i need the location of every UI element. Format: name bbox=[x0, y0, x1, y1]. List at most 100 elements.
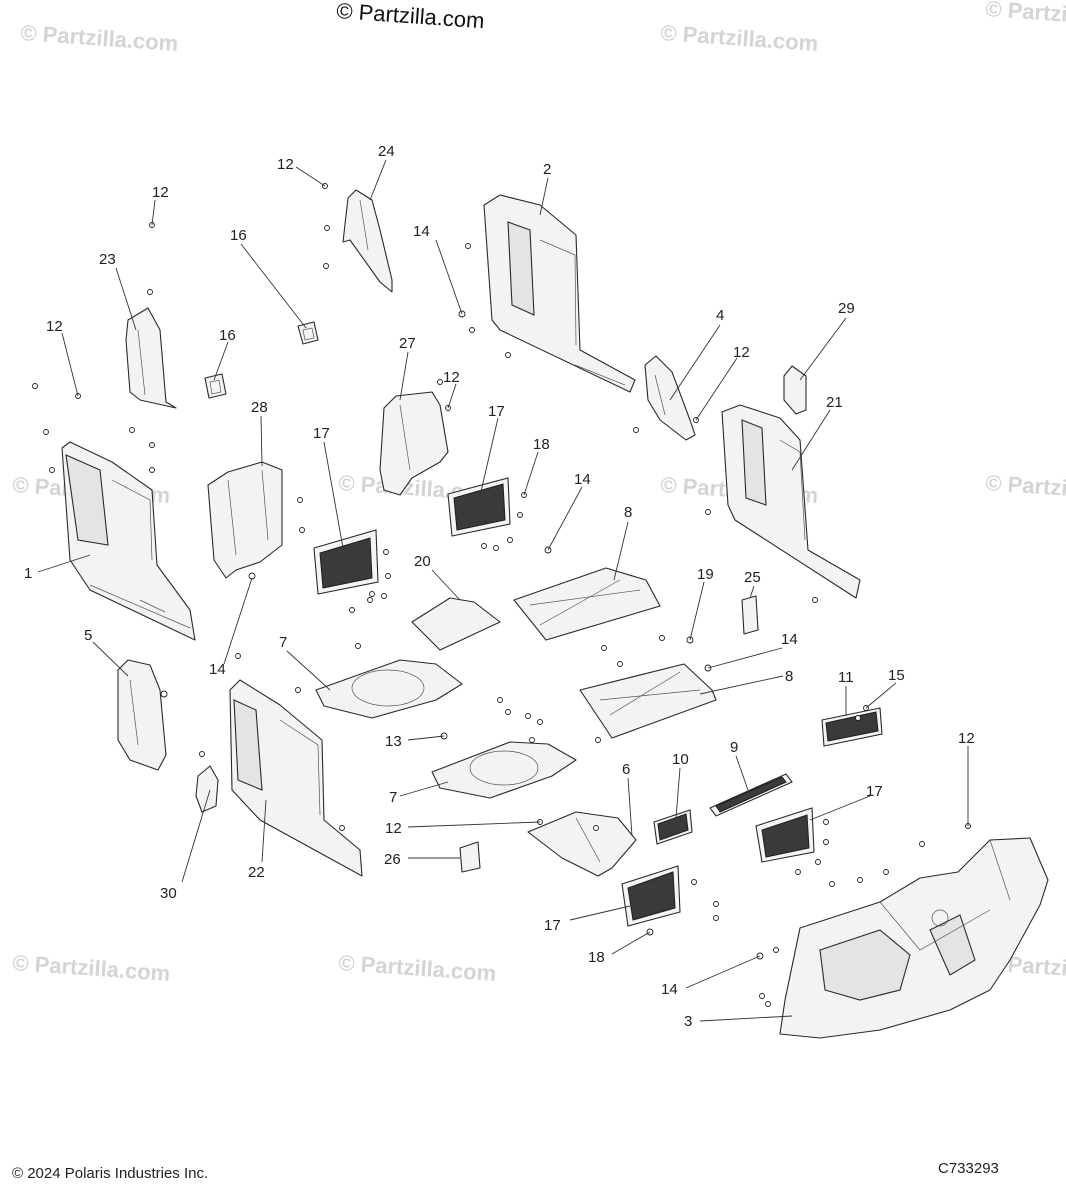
fastener bbox=[385, 573, 391, 579]
callout-12: 12 bbox=[958, 730, 975, 747]
callout-6: 6 bbox=[622, 761, 630, 778]
part-20-floor-cover bbox=[411, 597, 501, 651]
copyright-text: © 2024 Polaris Industries Inc. bbox=[12, 1165, 208, 1182]
fastener bbox=[355, 643, 361, 649]
fastener bbox=[339, 825, 345, 831]
callout-27: 27 bbox=[399, 335, 416, 352]
part-30-bracket bbox=[195, 765, 219, 813]
callout-23: 23 bbox=[99, 251, 116, 268]
fastener bbox=[199, 751, 205, 757]
fastener bbox=[857, 877, 863, 883]
fastener bbox=[507, 537, 513, 543]
fastener bbox=[517, 512, 523, 518]
fastener bbox=[525, 713, 531, 719]
fastener bbox=[505, 709, 511, 715]
fastener bbox=[537, 719, 543, 725]
part-4-upper-trim bbox=[644, 355, 696, 441]
callout-14: 14 bbox=[781, 631, 798, 648]
callout-19: 19 bbox=[697, 566, 714, 583]
fastener bbox=[829, 881, 835, 887]
callout-14: 14 bbox=[574, 471, 591, 488]
fastener bbox=[465, 243, 471, 249]
callout-18: 18 bbox=[588, 949, 605, 966]
callout-12: 12 bbox=[733, 344, 750, 361]
callout-12: 12 bbox=[443, 369, 460, 386]
fastener bbox=[297, 497, 303, 503]
fastener bbox=[295, 687, 301, 693]
callout-14: 14 bbox=[209, 661, 226, 678]
callout-16: 16 bbox=[230, 227, 247, 244]
part-5-lower-trim bbox=[117, 659, 167, 771]
callout-10: 10 bbox=[672, 751, 689, 768]
fastener bbox=[823, 819, 829, 825]
callout-12: 12 bbox=[152, 184, 169, 201]
watermark: © Partzilla.com bbox=[20, 20, 179, 56]
fastener bbox=[493, 545, 499, 551]
fastener bbox=[323, 263, 329, 269]
fastener bbox=[481, 543, 487, 549]
fastener bbox=[349, 607, 355, 613]
leader-lines bbox=[37, 159, 969, 1022]
callout-3: 3 bbox=[684, 1013, 692, 1030]
callout-17: 17 bbox=[313, 425, 330, 442]
fastener bbox=[369, 591, 375, 597]
diagram-code: C733293 bbox=[938, 1160, 999, 1177]
callout-4: 4 bbox=[716, 307, 724, 324]
part-17-grille-a bbox=[313, 529, 379, 595]
callout-9: 9 bbox=[730, 739, 738, 756]
fastener bbox=[529, 737, 535, 743]
callout-24: 24 bbox=[378, 143, 395, 160]
callout-17: 17 bbox=[488, 403, 505, 420]
part-8-floor-pan-upper bbox=[513, 567, 661, 641]
fastener bbox=[49, 467, 55, 473]
fastener bbox=[855, 715, 861, 721]
callout-13: 13 bbox=[385, 733, 402, 750]
part-29-bracket bbox=[783, 365, 807, 415]
fastener bbox=[160, 690, 168, 698]
fastener bbox=[437, 379, 443, 385]
watermark: © Partzilla.com bbox=[985, 470, 1066, 506]
callout-26: 26 bbox=[384, 851, 401, 868]
callout-17: 17 bbox=[866, 783, 883, 800]
fastener bbox=[919, 841, 925, 847]
fastener bbox=[595, 737, 601, 743]
part-3-rear-bulkhead bbox=[779, 837, 1049, 1039]
callout-15: 15 bbox=[888, 667, 905, 684]
fastener bbox=[367, 597, 373, 603]
fastener bbox=[705, 509, 711, 515]
callout-12: 12 bbox=[385, 820, 402, 837]
fastener bbox=[469, 327, 475, 333]
callout-29: 29 bbox=[838, 300, 855, 317]
callout-12: 12 bbox=[277, 156, 294, 173]
part-21-right-side-panel bbox=[721, 404, 861, 599]
part-10-vent bbox=[653, 809, 693, 845]
callout-18: 18 bbox=[533, 436, 550, 453]
part-27-console-panel bbox=[379, 391, 449, 496]
fastener bbox=[659, 635, 665, 641]
callout-20: 20 bbox=[414, 553, 431, 570]
top-watermark: © Partzilla.com bbox=[336, 0, 486, 33]
fastener bbox=[795, 869, 801, 875]
part-6-tunnel-cover bbox=[527, 811, 637, 877]
fastener bbox=[713, 915, 719, 921]
part-7-floor-plate-lower bbox=[431, 741, 577, 799]
callout-25: 25 bbox=[744, 569, 761, 586]
callout-labels: 1 2 3 4 5 6 7 7 8 8 9 10 11 12 12 12 12 … bbox=[24, 143, 975, 1030]
fastener bbox=[593, 825, 599, 831]
fastener bbox=[235, 653, 241, 659]
part-8-floor-pan-lower bbox=[579, 663, 717, 739]
callout-7: 7 bbox=[389, 789, 397, 806]
part-17-grille-d bbox=[621, 865, 681, 927]
fastener bbox=[147, 289, 153, 295]
callout-28: 28 bbox=[251, 399, 268, 416]
part-22-left-rear-panel bbox=[229, 679, 363, 877]
part-26-bracket bbox=[459, 841, 481, 873]
fastener bbox=[617, 661, 623, 667]
fastener bbox=[773, 947, 779, 953]
part-24-upper-trim bbox=[342, 189, 393, 293]
callout-11: 11 bbox=[838, 669, 854, 686]
fastener bbox=[383, 549, 389, 555]
fastener bbox=[815, 859, 821, 865]
fastener bbox=[299, 527, 305, 533]
